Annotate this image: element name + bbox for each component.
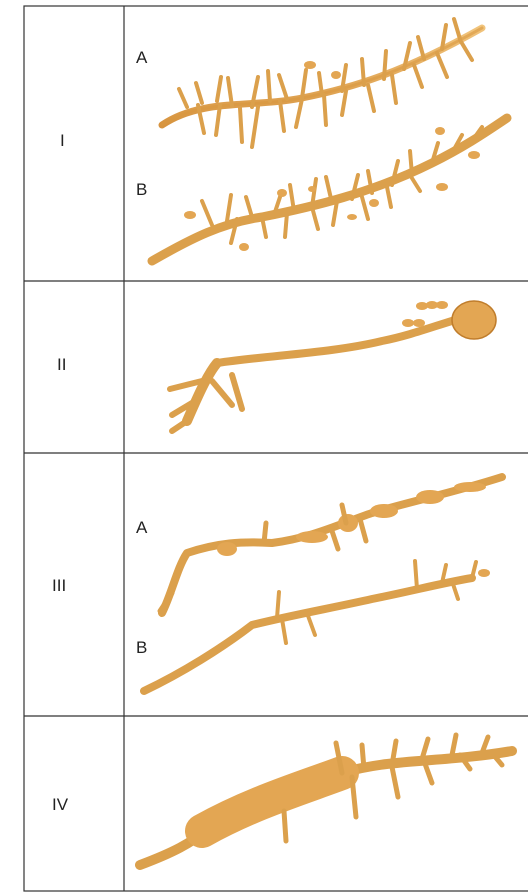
dendrite-III-B [144,561,490,691]
dendrite-III-A [160,477,502,613]
row-label-IV: IV [52,795,68,815]
row-label-I: I [60,131,65,151]
subpanel-label-I-B: B [136,180,147,200]
dendrite-table: I A B II III A B IV [12,3,526,888]
subpanel-label-III-A: A [136,518,147,538]
dendrite-drawings [12,3,528,893]
row-label-II: II [57,355,66,375]
dendrite-II [170,301,496,431]
subpanel-label-III-B: B [136,638,147,658]
row-label-III: III [52,576,66,596]
dendrite-I-B [152,118,507,261]
dendrite-I-A [162,19,482,147]
dendrite-IV [140,735,512,865]
subpanel-label-I-A: A [136,48,147,68]
